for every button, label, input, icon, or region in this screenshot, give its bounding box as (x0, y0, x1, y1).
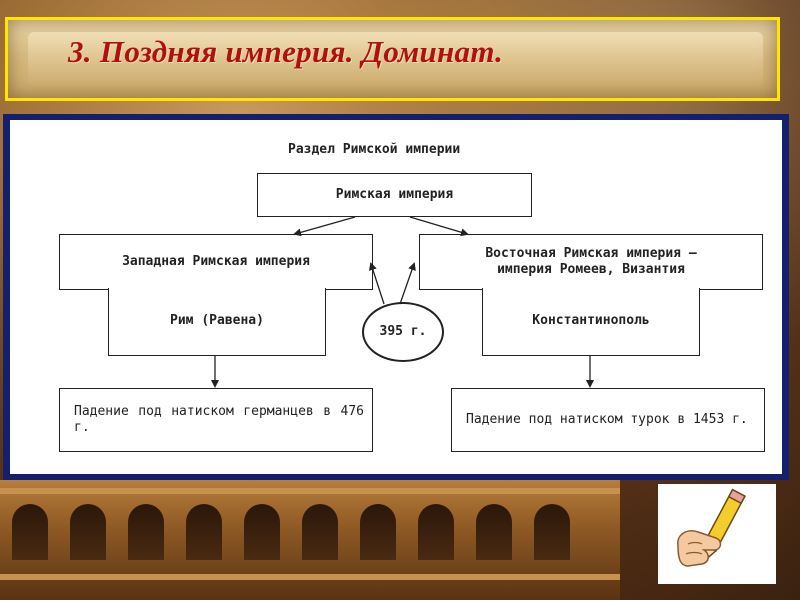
pencil-hand-icon (658, 484, 776, 584)
year-label: 395 г. (379, 323, 427, 339)
west-fall-node: Падение под натиском германцев в 476 г. (59, 388, 373, 452)
arrow-year-to-west (369, 262, 385, 305)
west-fall-label: Падение под натиском германцев в 476 г. (74, 403, 364, 435)
west-capital-node: Рим (Равена) (108, 288, 326, 356)
slide-title: 3. Поздняя империя. Доминат. (68, 34, 504, 69)
year-circle: 395 г. (362, 302, 444, 362)
diagram-heading: Раздел Римской империи (288, 142, 461, 157)
diagram-arrows (211, 216, 594, 388)
east-capital-node: Константинополь (482, 288, 700, 356)
diagram-panel: Раздел Римской империи Римская империя З… (3, 114, 789, 480)
east-fall-node: Падение под натиском турок в 1453 г. (451, 388, 765, 452)
colosseum-arches (0, 498, 620, 568)
colosseum-image (0, 480, 620, 600)
arrow-root-to-east (409, 216, 469, 237)
colosseum-cornice-top (0, 488, 620, 494)
east-empire-node: Восточная Римская империя — империя Роме… (419, 234, 763, 290)
colosseum-cornice-bottom (0, 574, 620, 580)
east-fall-label: Падение под натиском турок в 1453 г. (466, 411, 748, 427)
west-capital-label: Рим (Равена) (170, 313, 264, 329)
arrow-root-to-west (293, 216, 356, 237)
parchment-scroll (28, 32, 763, 86)
arrow-year-to-east (399, 262, 416, 305)
root-node: Римская империя (257, 173, 532, 217)
east-capital-label: Константинополь (532, 313, 650, 329)
root-node-label: Римская империя (335, 186, 454, 202)
east-empire-label-line2: империя Ромеев, Византия (497, 262, 685, 277)
east-empire-label-line1: Восточная Римская империя — (485, 245, 697, 261)
title-banner (5, 17, 780, 101)
west-empire-label: Западная Римская империя (122, 253, 310, 269)
diagram-canvas: Раздел Римской империи Римская империя З… (10, 120, 782, 474)
